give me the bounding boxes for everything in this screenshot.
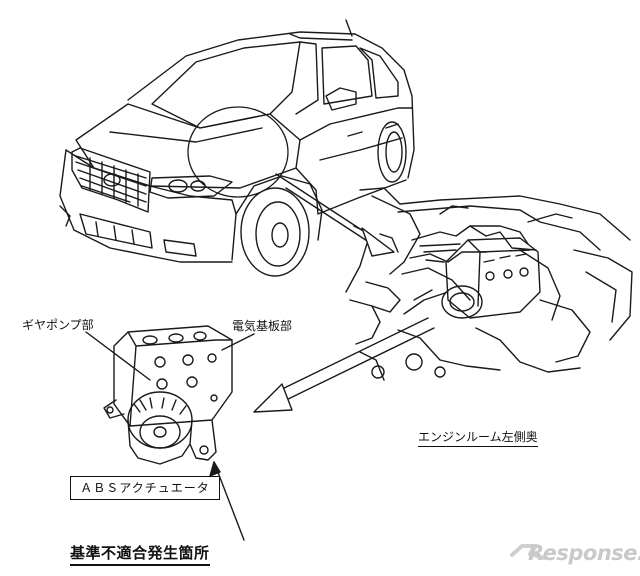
leader-arrow-nonconformity xyxy=(209,461,245,541)
electric-board-label: 電気基板部 xyxy=(232,319,293,333)
engine-room-label: エンジンルーム左側奥 xyxy=(418,428,538,447)
engine-room-drawing xyxy=(345,187,633,381)
watermark: Response. xyxy=(514,540,640,566)
nonconformity-label: 基準不適合発生箇所 xyxy=(70,542,210,566)
leader-line-electric-board xyxy=(221,333,255,351)
abs-actuator-drawing xyxy=(103,325,233,465)
pointer-arrow-engine-to-abs xyxy=(253,317,435,413)
watermark-text: Response. xyxy=(528,541,640,565)
suv-car-drawing xyxy=(59,19,415,277)
pointer-arrow-car-to-engine xyxy=(275,173,395,257)
leader-line-gear-pump xyxy=(85,331,151,381)
abs-actuator-label: ＡＢＳアクチュエータ xyxy=(70,476,220,500)
gear-pump-label: ギヤポンプ部 xyxy=(22,318,94,332)
watermark-logo-icon xyxy=(510,544,546,560)
